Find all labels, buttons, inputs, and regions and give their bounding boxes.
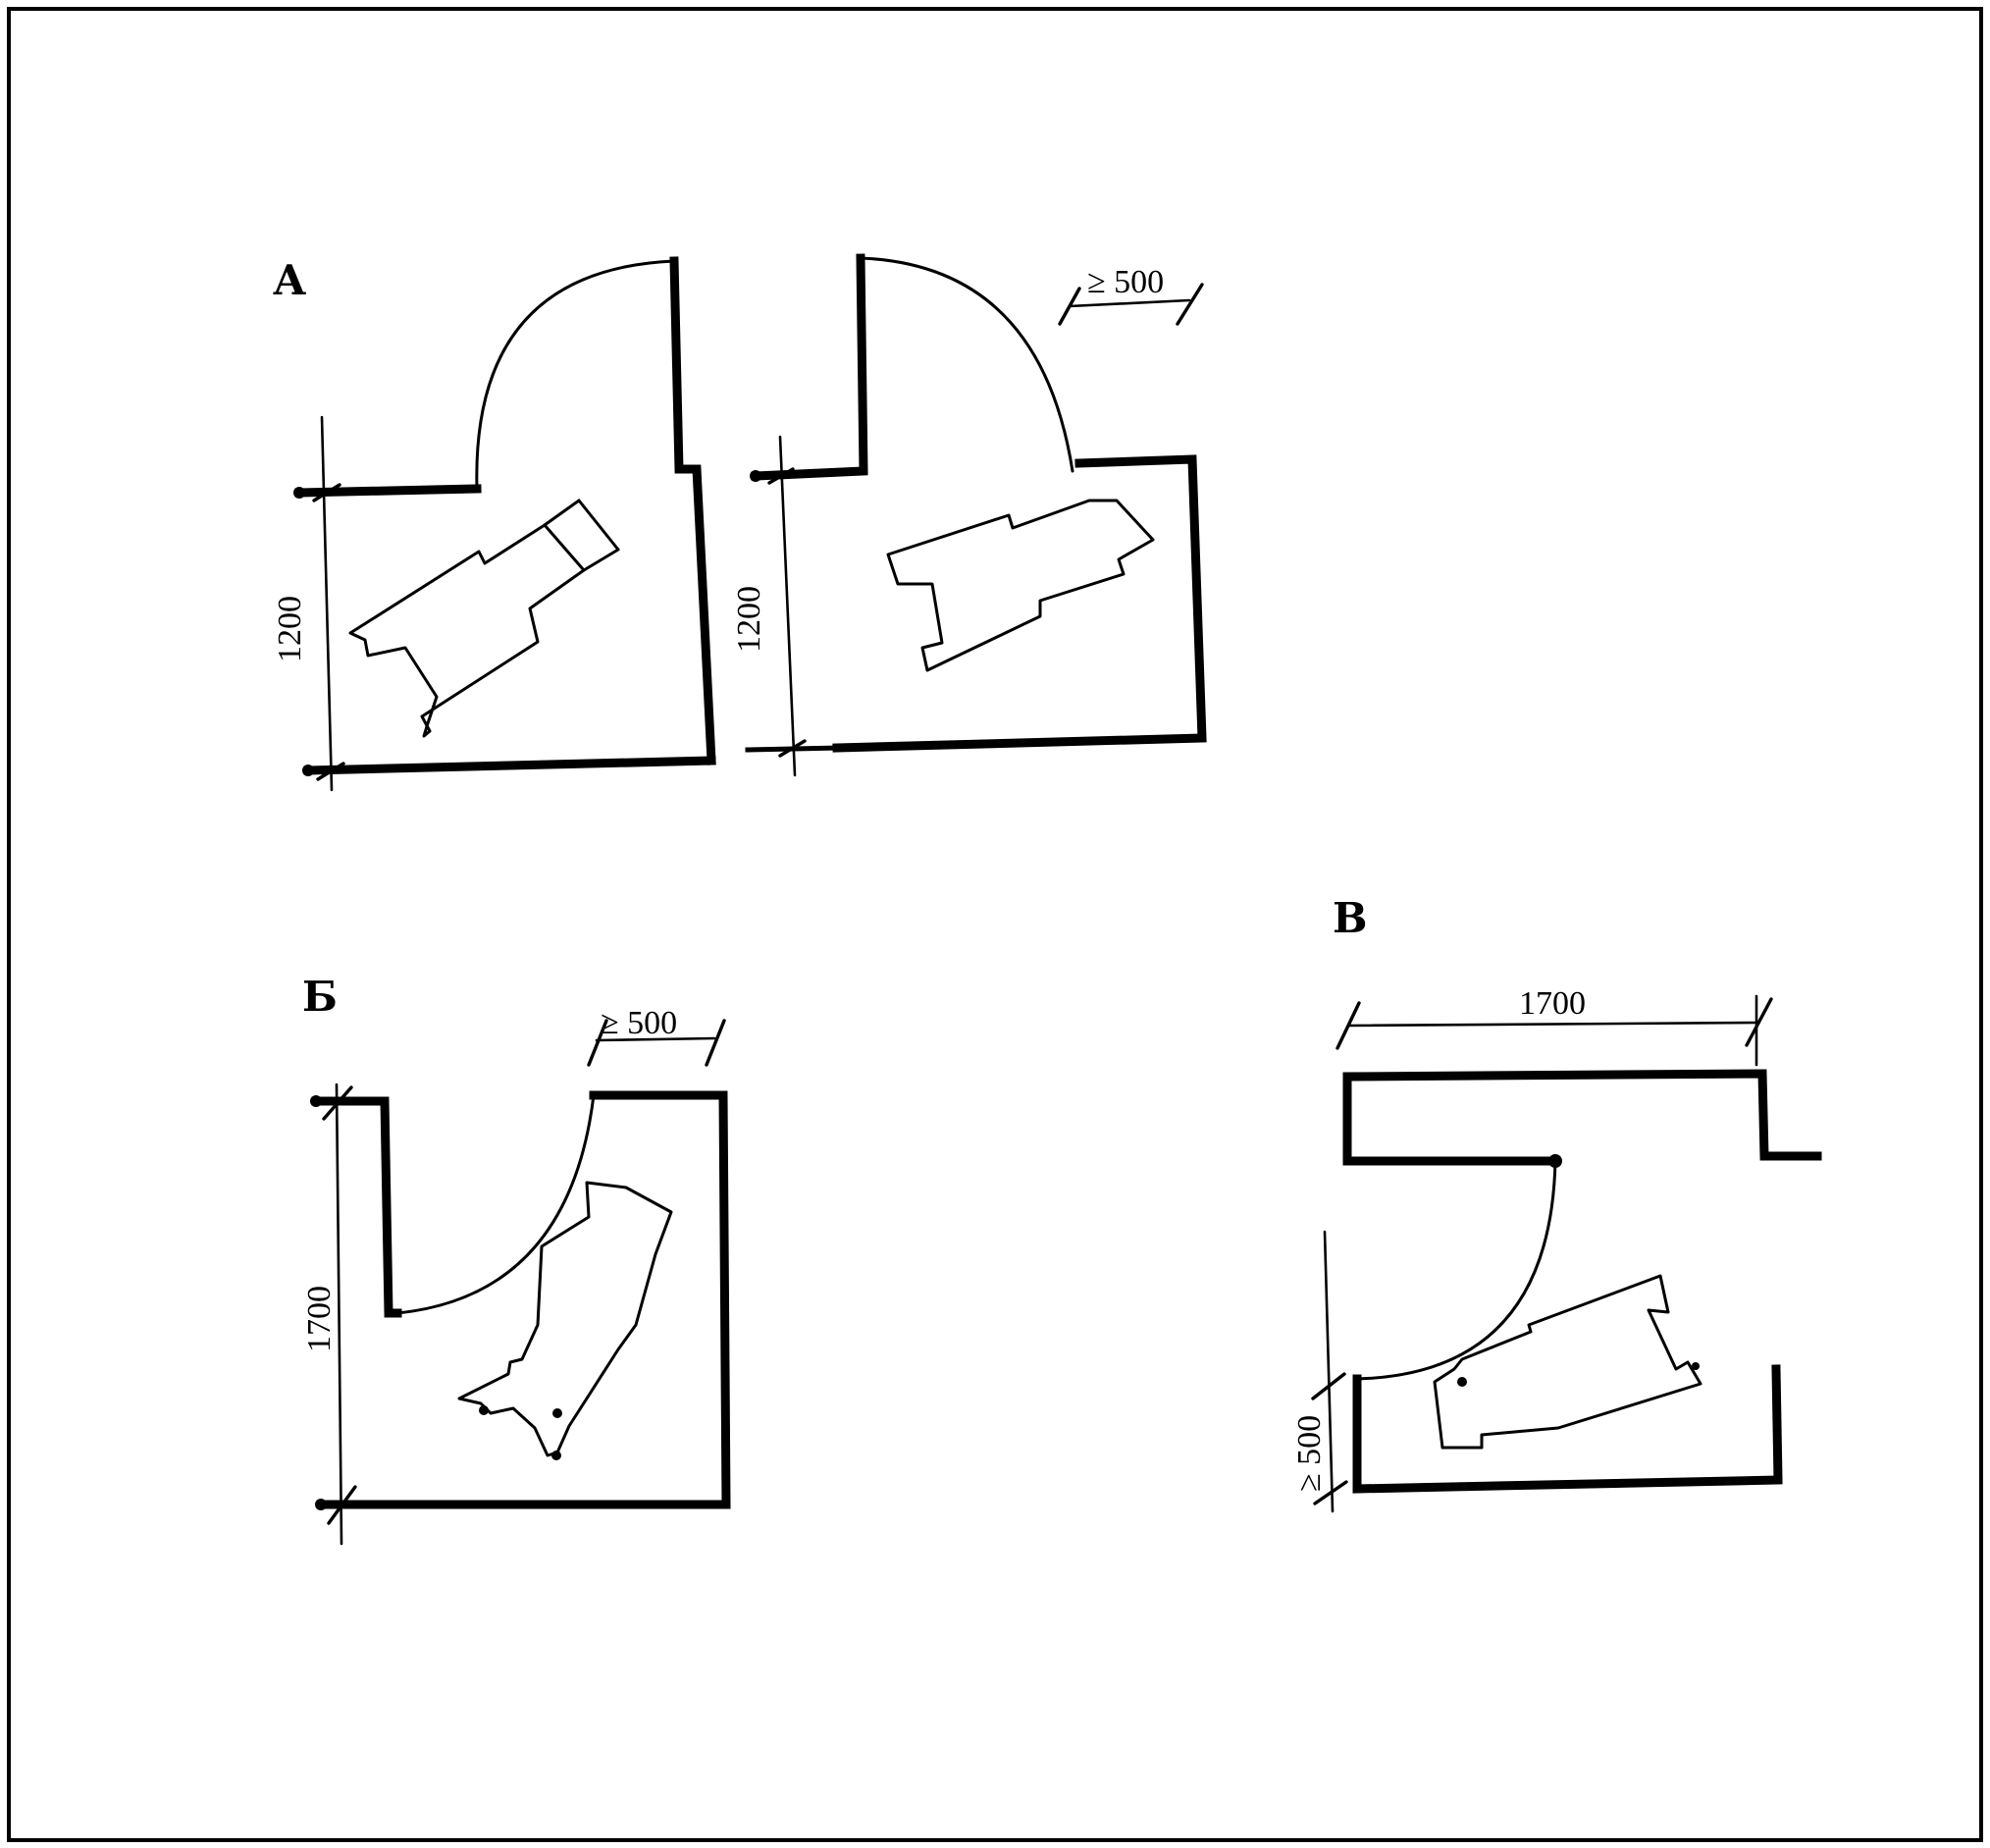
dimension-tick xyxy=(767,467,795,485)
wall-end xyxy=(293,487,305,499)
dimension-label: ≥ 500 xyxy=(1087,264,1164,300)
dimension-line xyxy=(595,1036,716,1042)
door-swing-arc xyxy=(859,256,1074,473)
wall xyxy=(832,454,1207,753)
wall-end xyxy=(750,470,761,482)
dimension-tick xyxy=(587,1019,608,1067)
wall xyxy=(669,256,716,766)
dimension-label: 1700 xyxy=(1519,985,1586,1022)
scheme-a-right: 1200 ≥ 500 xyxy=(731,253,1207,777)
wall xyxy=(1342,1069,1822,1166)
dimension-tick xyxy=(1311,1372,1346,1400)
scheme-a-left: А 1200 xyxy=(272,256,716,792)
dimension-tick xyxy=(1313,1480,1348,1505)
wall xyxy=(303,756,716,775)
dimension-line xyxy=(1347,1021,1758,1028)
wall xyxy=(316,1090,731,1509)
dimension-line xyxy=(320,415,334,792)
wheelchair-icon xyxy=(348,523,586,738)
dimension-tick xyxy=(1335,1001,1361,1050)
wheelchair-icon xyxy=(582,548,620,572)
dimension-label: 1200 xyxy=(731,586,767,653)
wall-end xyxy=(310,1095,322,1107)
door-swing-arc xyxy=(475,259,676,491)
scheme-b: Б 1700 ≥ 500 xyxy=(301,973,731,1546)
dimension-tick xyxy=(778,739,807,758)
label-v: В xyxy=(1333,894,1368,942)
label-b: Б xyxy=(302,973,338,1021)
dimension-tick xyxy=(327,1485,357,1525)
wall-end xyxy=(1548,1154,1562,1168)
dimension-tick xyxy=(316,762,345,781)
wall-end xyxy=(315,1499,327,1510)
wheelchair-icon xyxy=(1692,1362,1700,1370)
wheelchair-icon xyxy=(479,1405,489,1415)
scheme-v: В 1700 ≥ 500 xyxy=(1291,894,1822,1513)
wheelchair-icon xyxy=(551,1451,561,1460)
dimension-tick xyxy=(705,1019,726,1067)
label-a: А xyxy=(273,256,306,304)
dimension-tick xyxy=(322,1085,353,1121)
dimension-label: 1700 xyxy=(301,1286,338,1352)
wall xyxy=(751,253,868,481)
dimension-label: ≥ 500 xyxy=(601,1005,677,1041)
wheelchair-icon xyxy=(577,499,620,552)
wall xyxy=(1352,1364,1783,1494)
dimension-tick xyxy=(1176,283,1204,326)
dimension-line xyxy=(1068,298,1191,308)
outer-frame xyxy=(7,7,1983,1842)
wheelchair-icon xyxy=(1457,1377,1467,1387)
dimension-label: 1200 xyxy=(272,596,308,662)
wheelchair-icon xyxy=(457,1181,673,1457)
wall xyxy=(311,1096,402,1318)
dimension-tick xyxy=(1058,287,1081,326)
dimension-label: ≥ 500 xyxy=(1291,1415,1328,1492)
door-swing-arc xyxy=(395,1093,596,1315)
dimension-line xyxy=(1323,1230,1335,1513)
dimension-tick xyxy=(1745,997,1773,1047)
wheelchair-icon xyxy=(552,1408,562,1418)
wheelchair-icon xyxy=(1433,1274,1702,1450)
wheelchair-icon xyxy=(543,499,581,527)
door-swing-arc xyxy=(1355,1159,1557,1381)
wall-end xyxy=(302,765,314,776)
dimension-tick xyxy=(312,483,341,502)
dimension-line xyxy=(335,1082,343,1546)
wheelchair-icon xyxy=(886,499,1155,672)
dimension-line xyxy=(778,435,797,777)
